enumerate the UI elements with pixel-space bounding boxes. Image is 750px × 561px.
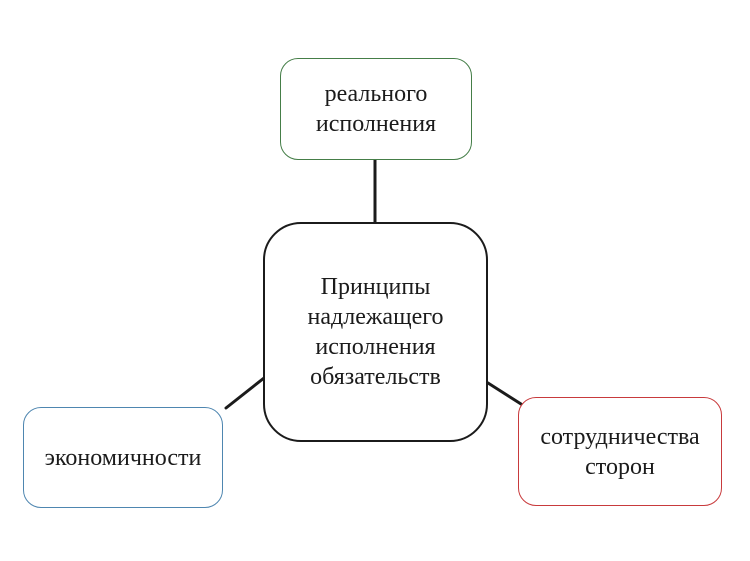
node-economy-label: экономичности xyxy=(44,444,202,471)
node-real-execution-label: реального исполнения xyxy=(315,81,437,137)
node-economy: экономичности xyxy=(23,407,223,508)
connector-left xyxy=(224,376,266,410)
node-central-label: Принципы надлежащего исполнения обязател… xyxy=(307,274,444,390)
node-cooperation-label: сотрудничества сторон xyxy=(540,423,700,480)
node-cooperation: сотрудничества сторон xyxy=(518,397,722,506)
node-central-principles: Принципы надлежащего исполнения обязател… xyxy=(263,222,488,442)
connector-right xyxy=(486,381,523,406)
node-real-execution: реального исполнения xyxy=(280,58,472,160)
